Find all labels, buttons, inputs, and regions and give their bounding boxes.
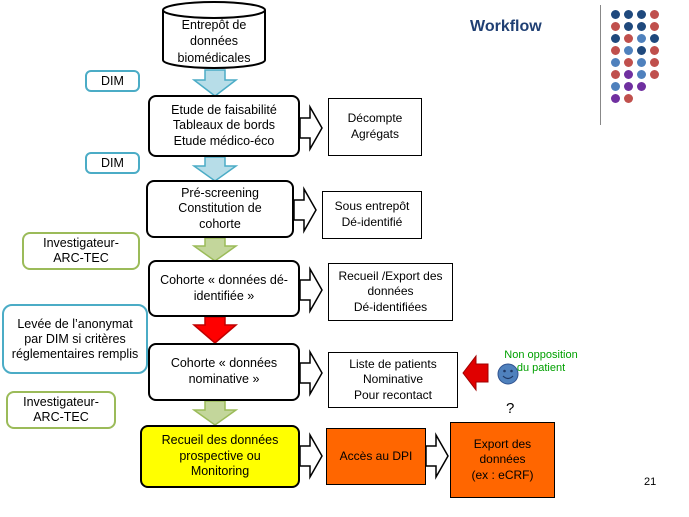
green-down-arrow-icon — [191, 237, 239, 262]
right-arrow-icon — [299, 349, 323, 397]
step-data-collection: Recueil des données prospective ou Monit… — [140, 425, 300, 488]
right-arrow-icon — [299, 432, 323, 480]
non-opposition-label: Non opposition du patient — [504, 349, 578, 375]
output-count-aggregates: Décompte Agrégats — [328, 98, 422, 156]
step-feasibility: Etude de faisabilité Tableaux de bords E… — [148, 95, 300, 157]
blue-down-arrow-icon — [191, 156, 239, 182]
investigator-tag: Investigateur- ARC-TEC — [22, 232, 140, 270]
decoration-dot — [624, 58, 633, 67]
decoration-dot — [611, 10, 620, 19]
question-mark: ? — [506, 400, 515, 417]
decoration-dot — [611, 22, 620, 31]
decoration-dot — [637, 46, 646, 55]
dot-grid-decoration — [611, 10, 671, 110]
right-arrow-icon — [299, 104, 323, 152]
decoration-dot — [611, 46, 620, 55]
decoration-dot — [624, 70, 633, 79]
decoration-dot — [650, 34, 659, 43]
output-sub-warehouse: Sous entrepôt Dé-identifié — [322, 191, 422, 239]
decoration-dot — [611, 82, 620, 91]
decoration-dot — [637, 82, 646, 91]
right-arrow-icon — [299, 266, 323, 314]
dim-tag: DIM — [85, 152, 140, 174]
decoration-dot — [611, 70, 620, 79]
decoration-dot — [637, 58, 646, 67]
output-export-deidentified: Recueil /Export des données Dé-identifié… — [328, 263, 453, 321]
dim-tag: DIM — [85, 70, 140, 92]
decoration-dot — [624, 10, 633, 19]
vertical-divider — [600, 5, 601, 125]
output-dpi-access: Accès au DPI — [326, 428, 426, 485]
page-number: 21 — [644, 476, 657, 488]
step-cohort-nominative: Cohorte « données nominative » — [148, 343, 300, 401]
decoration-dot — [611, 34, 620, 43]
decoration-dot — [650, 70, 659, 79]
step-cohort-deidentified: Cohorte « données dé- identifiée » — [148, 260, 300, 317]
decoration-dot — [637, 70, 646, 79]
decoration-dot — [611, 58, 620, 67]
decoration-dot — [650, 10, 659, 19]
page-title: Workflow — [470, 18, 542, 35]
decoration-dot — [624, 94, 633, 103]
anonymity-lift-note: Levée de l’anonymat par DIM si critères … — [2, 304, 148, 374]
decoration-dot — [650, 46, 659, 55]
decoration-dot — [624, 22, 633, 31]
step-prescreening: Pré-screening Constitution de cohorte — [146, 180, 294, 238]
right-arrow-icon — [425, 432, 449, 480]
output-patient-list: Liste de patients Nominative Pour recont… — [328, 352, 458, 408]
red-left-arrow-icon — [462, 354, 489, 392]
green-down-arrow-icon — [191, 400, 239, 426]
smiley-icon — [497, 363, 519, 385]
decoration-dot — [624, 82, 633, 91]
decoration-dot — [650, 22, 659, 31]
warehouse-label: Entrepôt de données biomédicales — [177, 18, 251, 65]
decoration-dot — [611, 94, 620, 103]
decoration-dot — [650, 58, 659, 67]
database-cylinder-icon — [162, 1, 266, 69]
investigator-tag: Investigateur- ARC-TEC — [6, 391, 116, 429]
decoration-dot — [637, 22, 646, 31]
output-data-export: Export des données (ex : eCRF) — [450, 422, 555, 498]
decoration-dot — [637, 34, 646, 43]
decoration-dot — [637, 10, 646, 19]
right-arrow-icon — [293, 186, 317, 234]
red-down-arrow-icon — [191, 316, 239, 344]
decoration-dot — [624, 46, 633, 55]
blue-down-arrow-icon — [191, 69, 239, 97]
decoration-dot — [624, 34, 633, 43]
